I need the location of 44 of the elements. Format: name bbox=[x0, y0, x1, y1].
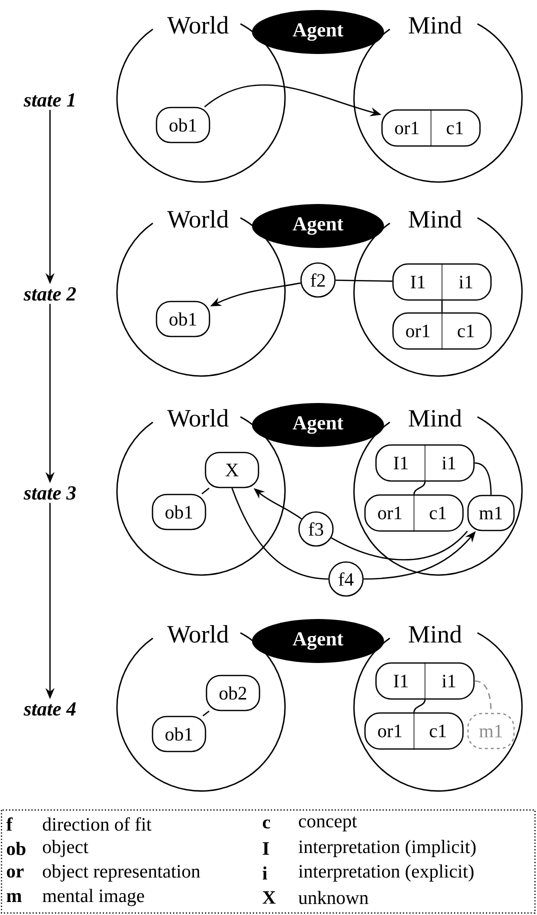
legend-definition: concept bbox=[298, 816, 357, 832]
legend-definition: object bbox=[42, 840, 88, 858]
pill-box: m1 bbox=[467, 712, 515, 750]
legend-term: I bbox=[262, 842, 269, 855]
legend-definition: interpretation (implicit) bbox=[298, 840, 476, 858]
split-pill-box: or1 c1 bbox=[364, 712, 464, 750]
pill-box: X bbox=[204, 452, 260, 488]
state-label: state 1 bbox=[24, 93, 74, 107]
state-label: state 3 bbox=[24, 486, 76, 500]
split-pill-box: or1 c1 bbox=[381, 109, 481, 147]
legend-term: X bbox=[262, 891, 276, 904]
connector-line bbox=[201, 488, 210, 494]
connector-line bbox=[202, 710, 210, 716]
split-pill-box: I1 i1 bbox=[375, 444, 475, 482]
split-pill-box: I1 i1 bbox=[392, 263, 492, 301]
pill-box: m1 bbox=[467, 494, 515, 532]
legend-definition: object representation bbox=[42, 864, 200, 882]
connector-line bbox=[413, 482, 426, 494]
state-label: state 4 bbox=[24, 702, 76, 716]
split-pill-box: or1 c1 bbox=[392, 312, 492, 350]
legend-term: ob bbox=[6, 842, 26, 856]
legend-definition: mental image bbox=[42, 888, 144, 906]
legend-definition: direction of fit bbox=[42, 817, 152, 831]
pill-box: ob2 bbox=[206, 674, 260, 712]
connector-line bbox=[330, 530, 468, 560]
state-label: state 2 bbox=[24, 287, 76, 301]
split-pill-box: I1 i1 bbox=[375, 662, 475, 700]
legend-term: or bbox=[6, 868, 24, 878]
legend-definition: unknown bbox=[298, 890, 368, 904]
pill-box: ob1 bbox=[156, 300, 210, 338]
legend-term: f bbox=[6, 817, 13, 831]
connector-line bbox=[413, 700, 426, 712]
legend-term: m bbox=[6, 893, 22, 902]
connector-line bbox=[231, 488, 328, 580]
pill-box: ob1 bbox=[152, 494, 206, 530]
legend-definition: interpretation (explicit) bbox=[298, 864, 474, 882]
split-pill-box: or1 c1 bbox=[364, 494, 464, 532]
connector-line bbox=[336, 280, 392, 282]
legend-term: i bbox=[262, 866, 268, 880]
legend-term: c bbox=[262, 819, 270, 829]
connector-line bbox=[474, 462, 492, 495]
pill-box: ob1 bbox=[152, 716, 206, 752]
pill-box: ob1 bbox=[156, 106, 210, 144]
connector-line bbox=[441, 300, 443, 312]
